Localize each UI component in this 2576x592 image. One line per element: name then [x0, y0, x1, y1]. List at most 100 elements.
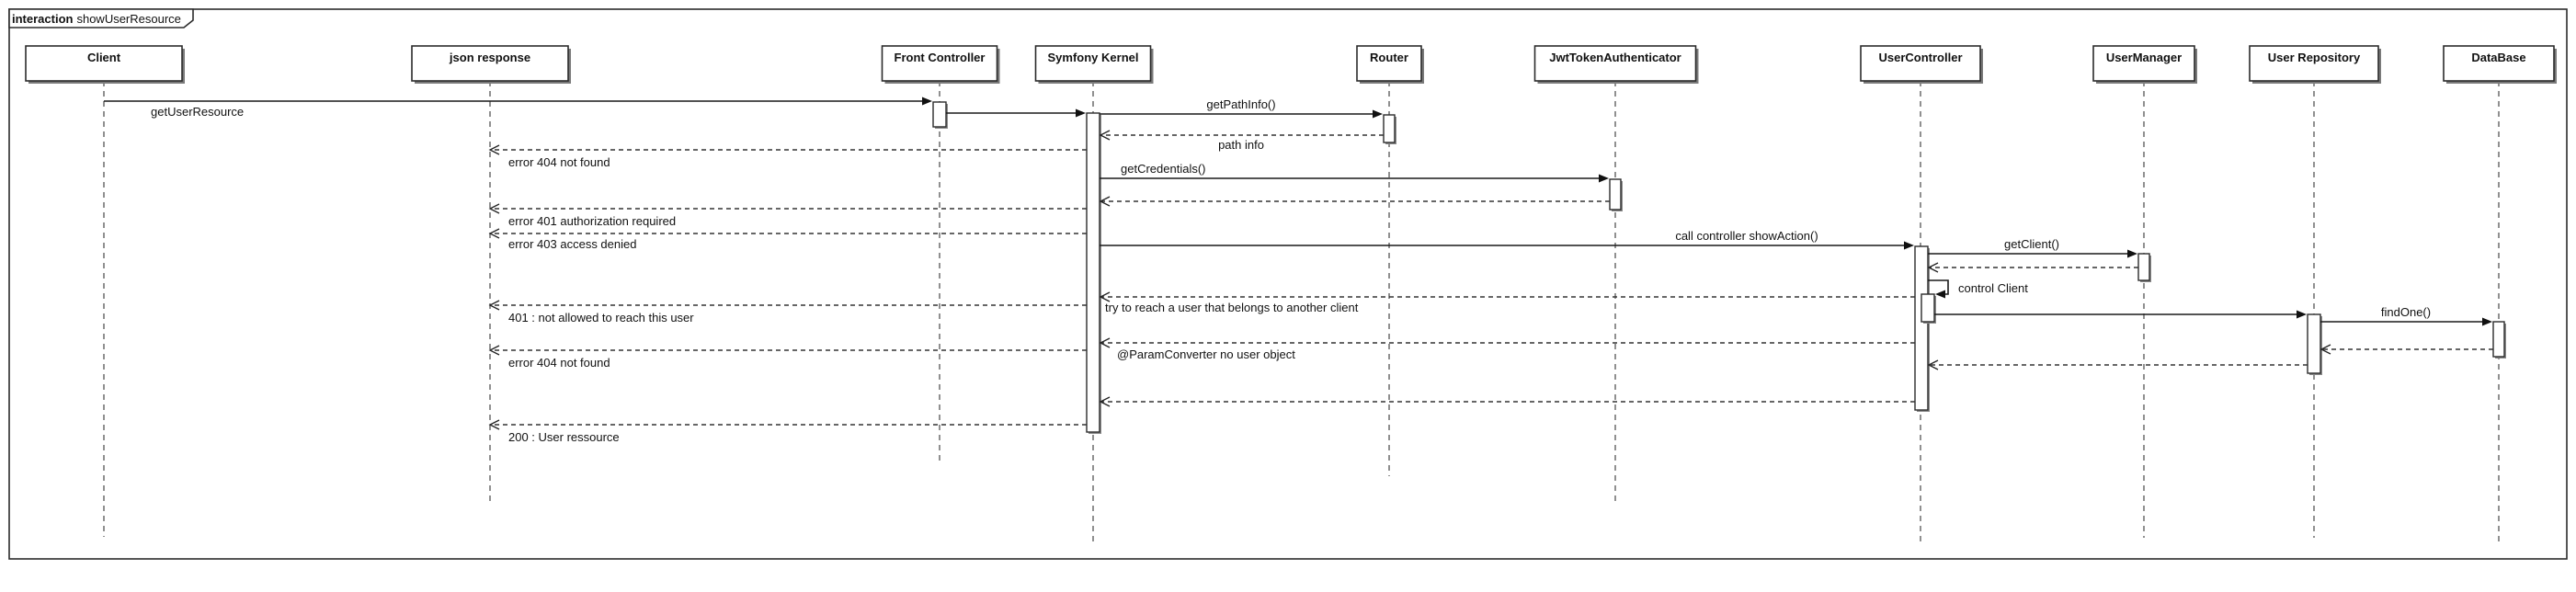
participant-label: Client: [87, 51, 121, 64]
participant-urepo: User Repository: [2249, 45, 2381, 84]
message-m1: getUserResource: [104, 97, 932, 119]
message-label: try to reach a user that belongs to anot…: [1105, 301, 1359, 314]
open-arrowhead: [488, 345, 500, 356]
message-m22: [1099, 396, 1915, 407]
activation-box: [932, 101, 947, 128]
participant-json: json response: [411, 45, 571, 84]
participant-box: [2249, 45, 2379, 82]
interaction-frame: [8, 8, 2568, 560]
message-label: error 403 access denied: [508, 237, 636, 251]
activation-bar-umgr: [2137, 253, 2151, 282]
open-arrowhead: [1927, 262, 1939, 273]
message-m14: try to reach a user that belongs to anot…: [1099, 291, 1915, 314]
message-label: getUserResource: [151, 105, 244, 119]
activation-box: [2137, 253, 2150, 281]
filled-arrowhead: [2127, 249, 2137, 258]
activation-bars-layer: [932, 101, 2506, 434]
participant-umgr: UserManager: [2092, 45, 2197, 84]
message-m3: getPathInfo(): [1100, 97, 1383, 119]
message-m2: [946, 108, 1086, 118]
filled-arrowhead: [2297, 310, 2307, 319]
message-m17: findOne(): [2320, 305, 2492, 326]
activation-bar-uctrl: [1921, 293, 1936, 324]
participant-box: [1860, 45, 1981, 82]
message-m4: path info: [1099, 130, 1384, 152]
filled-arrowhead: [1935, 290, 1945, 299]
message-m11: getClient(): [1928, 237, 2137, 258]
message-label: error 404 not found: [508, 155, 610, 169]
activation-box: [1914, 245, 1929, 411]
message-m7: [1099, 196, 1610, 207]
open-arrowhead: [1099, 130, 1111, 141]
message-m19: @ParamConverter no user object: [1099, 337, 1915, 361]
message-label: getCredentials(): [1121, 162, 1206, 176]
participant-label: Symfony Kernel: [1048, 51, 1139, 64]
activation-bar-uctrl: [1914, 245, 1930, 412]
participant-router: Router: [1356, 45, 1424, 84]
open-arrowhead: [1099, 196, 1111, 207]
lifelines-layer: [103, 81, 2500, 544]
message-m6: getCredentials(): [1100, 162, 1609, 183]
message-m20: error 404 not found: [488, 345, 1087, 370]
activation-bar-router: [1383, 114, 1396, 144]
open-arrowhead: [1099, 396, 1111, 407]
messages-layer: getUserResource getPathInfo() path info err…: [104, 97, 2493, 444]
message-label: path info: [1218, 138, 1264, 152]
activation-bar-db: [2492, 321, 2506, 359]
self-message-line: [1928, 279, 1949, 295]
message-label: call controller showAction(): [1675, 229, 1818, 243]
open-arrowhead: [488, 300, 500, 311]
participant-uctrl: UserController: [1860, 45, 1983, 84]
message-label: error 404 not found: [508, 356, 610, 370]
open-arrowhead: [1927, 359, 1939, 370]
open-arrowhead: [488, 203, 500, 214]
message-label: control Client: [1958, 281, 2028, 295]
activation-box: [2492, 321, 2505, 358]
message-m16: [1934, 310, 2307, 319]
participant-label: User Repository: [2268, 51, 2361, 64]
activation-bar-front: [932, 101, 948, 129]
filled-arrowhead: [922, 97, 932, 106]
participant-box: [881, 45, 998, 82]
message-label: 200 : User ressource: [508, 430, 620, 444]
activation-bar-kernel: [1086, 112, 1101, 434]
message-m13: control Client: [1928, 279, 2028, 299]
participant-label: json response: [449, 51, 530, 64]
participant-label: JwtTokenAuthenticator: [1549, 51, 1681, 64]
participant-label: Router: [1370, 51, 1408, 64]
open-arrowhead: [488, 144, 500, 155]
message-m9: error 403 access denied: [488, 228, 1087, 251]
participant-box: [1356, 45, 1422, 82]
participant-client: Client: [25, 45, 185, 84]
message-m12: [1927, 262, 2138, 273]
activation-box: [1921, 293, 1935, 323]
message-m18: [2320, 344, 2493, 355]
open-arrowhead: [488, 228, 500, 239]
participant-label: DataBase: [2471, 51, 2525, 64]
participant-db: DataBase: [2443, 45, 2557, 84]
message-m15: 401 : not allowed to reach this user: [488, 300, 1087, 324]
filled-arrowhead: [2482, 317, 2492, 326]
open-arrowhead: [1099, 337, 1111, 348]
participant-heads-layer: Client json response Front Controller Symfo…: [25, 45, 2557, 84]
activation-bar-jwt: [1609, 178, 1623, 211]
activation-box: [2307, 313, 2321, 374]
frame-title-tab: [8, 8, 194, 28]
message-label: 401 : not allowed to reach this user: [508, 311, 694, 324]
participant-kernel: Symfony Kernel: [1034, 45, 1154, 84]
participant-label: UserManager: [2106, 51, 2182, 64]
message-m21: [1927, 359, 2308, 370]
open-arrowhead: [2320, 344, 2331, 355]
message-m23: 200 : User ressource: [488, 419, 1087, 444]
activation-box: [1383, 114, 1396, 143]
message-m5: error 404 not found: [488, 144, 1087, 169]
message-label: @ParamConverter no user object: [1117, 347, 1295, 361]
activation-box: [1086, 112, 1100, 433]
participant-front: Front Controller: [881, 45, 1000, 84]
participant-box: [2092, 45, 2195, 82]
participant-box: [1034, 45, 1152, 82]
message-label: error 401 authorization required: [508, 214, 676, 228]
message-label: getClient(): [2004, 237, 2059, 251]
